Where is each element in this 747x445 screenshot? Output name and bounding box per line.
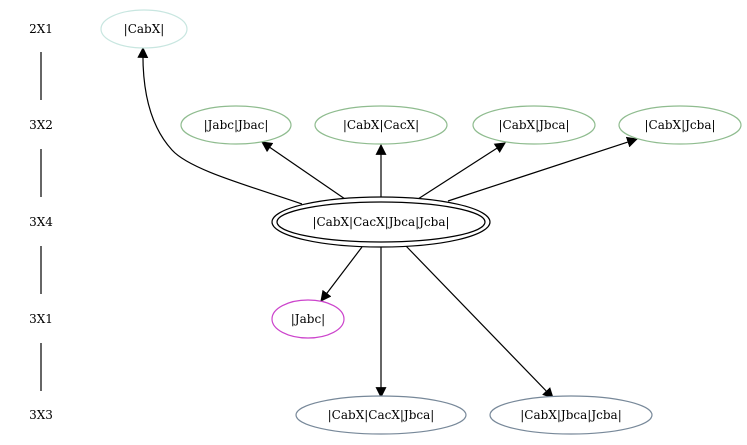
node-cabx-jbca-jcba[interactable]: |CabX|Jbca|Jcba| xyxy=(489,395,653,435)
node-jabc[interactable]: |Jabc| xyxy=(271,299,345,339)
edge-root-to-cabx-jbca-jcba xyxy=(405,245,554,399)
node-cabx-jbca[interactable]: |CabX|Jbca| xyxy=(472,105,596,145)
node-ellipse xyxy=(271,299,345,339)
node-jabc-jbac[interactable]: |Jabc|Jbac| xyxy=(180,105,292,145)
node-ellipse xyxy=(295,395,467,435)
edge-root-to-cabx xyxy=(137,46,303,205)
node-cabx-cacx[interactable]: |CabX|CacX| xyxy=(314,105,448,145)
node-label: |CabX|CacX|Jbca|Jcba| xyxy=(312,215,449,229)
node-ellipse xyxy=(314,105,448,145)
rank-label-3x4: 3X4 xyxy=(29,215,53,229)
rank-label-3x2: 3X2 xyxy=(29,118,53,132)
node-label: |Jabc|Jbac| xyxy=(204,118,269,132)
edge-root-to-jabc-jbac xyxy=(261,141,346,200)
node-cabx[interactable]: |CabX| xyxy=(100,9,188,49)
rank-label-3x3: 3X3 xyxy=(29,408,53,422)
node-ellipse xyxy=(180,105,292,145)
node-ellipse-outer xyxy=(271,196,491,248)
node-label: |CabX|Jcba| xyxy=(644,118,715,132)
node-ellipse xyxy=(472,105,596,145)
node-label: |CabX| xyxy=(124,22,165,36)
edge-root-to-cabx-jbca xyxy=(417,142,506,200)
node-ellipse xyxy=(618,105,742,145)
node-cabx-jcba[interactable]: |CabX|Jcba| xyxy=(618,105,742,145)
node-label: |CabX|Jbca| xyxy=(498,118,569,132)
node-root[interactable]: |CabX|CacX|Jbca|Jcba| xyxy=(271,196,491,248)
node-ellipse xyxy=(489,395,653,435)
node-ellipse xyxy=(100,9,188,49)
node-cabx-cacx-jbca[interactable]: |CabX|CacX|Jbca| xyxy=(295,395,467,435)
rank-label-2x1: 2X1 xyxy=(29,22,53,36)
edge-root-to-cabx-jcba xyxy=(447,136,639,202)
node-label: |CabX|CacX| xyxy=(343,118,419,132)
node-label: |CabX|CacX|Jbca| xyxy=(328,408,435,422)
node-ellipse-inner xyxy=(276,201,486,243)
node-label: |Jabc| xyxy=(291,312,325,326)
node-label: |CabX|Jbca|Jcba| xyxy=(520,408,621,422)
rank-label-3x1: 3X1 xyxy=(29,312,53,326)
edge-root-to-jabc xyxy=(320,246,363,302)
